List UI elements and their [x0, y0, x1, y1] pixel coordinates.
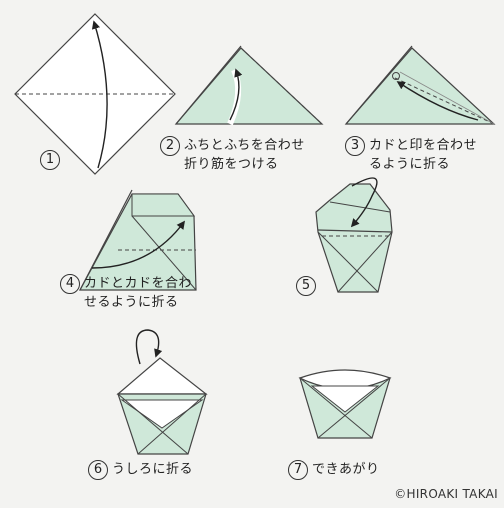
- copyright-text: ©HIROAKI TAKAI: [394, 487, 498, 501]
- step7-figure: [300, 370, 390, 438]
- step6-figure: [118, 330, 206, 454]
- step-6-caption: うしろに折る: [112, 460, 193, 479]
- step-4-caption-line2: せるように折る: [84, 293, 179, 312]
- step1-figure: [15, 14, 175, 174]
- step-4-caption-line1: カドとカドを合わ: [84, 274, 192, 293]
- step5-figure: [316, 178, 392, 292]
- step-3-caption-line2: るように折る: [369, 155, 450, 174]
- step-2-number: 2: [160, 136, 180, 156]
- step-7-caption: できあがり: [312, 460, 380, 479]
- step-2-caption-line1: ふちとふちを合わせ: [184, 136, 305, 155]
- step-3-number: 3: [345, 136, 365, 156]
- step2-figure: [176, 46, 322, 124]
- step-3-caption-line1: カドと印を合わせ: [369, 136, 477, 155]
- step-4-number: 4: [60, 274, 80, 294]
- step-5-number: 5: [296, 276, 316, 296]
- step-6-number: 6: [88, 460, 108, 480]
- step-1-number: 1: [40, 150, 60, 170]
- step3-figure: [346, 46, 494, 124]
- step-7-number: 7: [288, 460, 308, 480]
- step-2-caption-line2: 折り筋をつける: [184, 155, 279, 174]
